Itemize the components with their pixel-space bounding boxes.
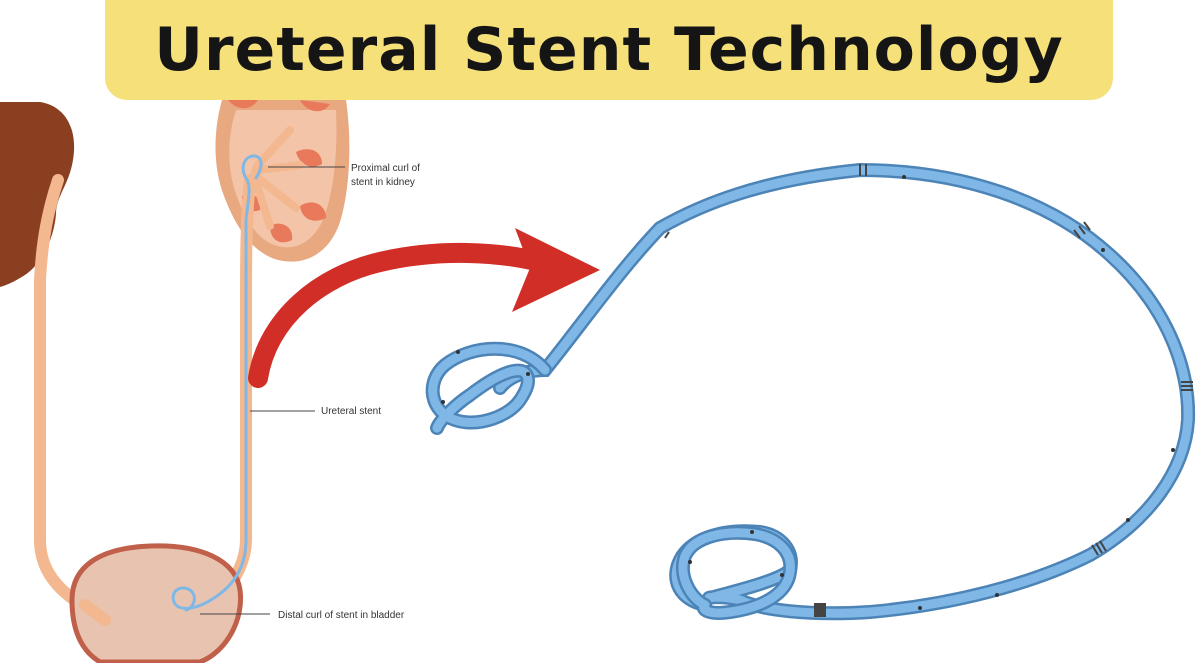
- stent-illustration: [425, 162, 1196, 621]
- page-title: Ureteral Stent Technology: [154, 15, 1064, 85]
- bladder: [69, 543, 244, 663]
- label-proximal-curl-line2: stent in kidney: [351, 177, 415, 188]
- body-stent: [171, 154, 263, 612]
- label-ureteral-stent: Ureteral stent: [321, 406, 381, 417]
- label-distal-curl: Distal curl of stent in bladder: [278, 610, 405, 621]
- leader-lines: [200, 166, 345, 615]
- label-proximal-curl-line1: Proximal curl of: [351, 163, 420, 174]
- title-banner: Ureteral Stent Technology: [105, 0, 1113, 100]
- right-ureter: [194, 174, 256, 621]
- left-kidney-shape: [0, 102, 75, 287]
- right-kidney: [215, 100, 350, 262]
- red-arrow: [248, 228, 600, 388]
- left-ureter: [34, 174, 106, 626]
